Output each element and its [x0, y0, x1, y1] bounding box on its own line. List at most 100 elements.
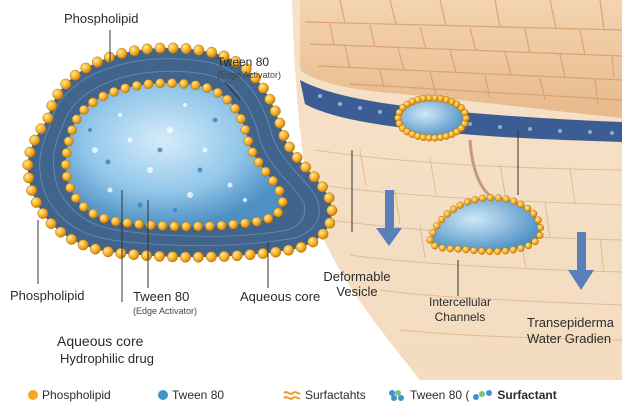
lipid-head — [537, 224, 544, 231]
lipid-head — [70, 70, 80, 80]
surfactant-wave-icon — [283, 389, 301, 401]
lipid-head — [206, 47, 216, 57]
lipid-head — [121, 84, 130, 93]
lipid-head — [327, 205, 337, 215]
lipid-head — [292, 152, 302, 162]
lipid-head — [181, 43, 191, 53]
lipid-head — [64, 137, 73, 146]
phospholipid-head-icon — [28, 390, 38, 400]
lipid-head — [194, 45, 204, 55]
lipid-head — [444, 211, 451, 218]
lipid-head — [142, 44, 152, 54]
lipid-head — [117, 48, 127, 58]
lipid-head — [427, 237, 434, 244]
lipid-head — [518, 245, 525, 252]
legend: Phospholipid Tween 80 Surfactahts Tween … — [0, 384, 622, 406]
lipid-head — [104, 52, 114, 62]
lipid-head — [275, 118, 285, 128]
lipid-head — [241, 125, 250, 134]
lipid-head — [38, 208, 48, 218]
lipid-head — [43, 113, 53, 123]
phospholipid-label-top: Phospholipid — [64, 12, 138, 27]
lipid-head — [264, 214, 273, 223]
lipid-head — [252, 217, 261, 226]
lipid-head — [30, 135, 40, 145]
lipid-head — [62, 172, 71, 181]
lipid-head — [495, 195, 502, 202]
aqueous-core-label-right: Aqueous core — [240, 290, 320, 305]
lipid-head — [510, 198, 517, 205]
lipid-head — [502, 247, 509, 254]
lipid-head — [283, 245, 293, 255]
lipid-head — [23, 160, 33, 170]
lipid-head — [132, 81, 141, 90]
lipid-head — [134, 220, 143, 229]
lipid-head — [464, 199, 471, 206]
lipid-head — [300, 162, 310, 172]
lipid-head — [90, 244, 100, 254]
lipid-head — [317, 182, 327, 192]
legend-surfactant-text: Surfactant — [497, 388, 556, 402]
lipid-head — [167, 252, 177, 262]
lipid-head — [141, 250, 151, 260]
lipid-head — [193, 222, 202, 231]
lipid-head — [66, 183, 75, 192]
lipid-head — [66, 234, 76, 244]
lipid-head — [472, 196, 479, 203]
lipid-head — [180, 252, 190, 262]
lipid-head — [56, 227, 66, 237]
lipid-head — [109, 87, 118, 96]
lipid-head — [432, 242, 439, 249]
tween-label-top: Tween 80 — [217, 56, 269, 70]
lipid-head — [219, 251, 229, 261]
lipid-head — [532, 238, 539, 245]
surfactant-molecule-icon — [472, 389, 494, 401]
lipid-head — [103, 247, 113, 257]
lipid-head — [430, 229, 437, 236]
lipid-head — [213, 88, 222, 97]
lipid-head — [99, 92, 108, 101]
lipid-head — [100, 214, 109, 223]
lipid-head — [308, 237, 318, 247]
lipid-head — [487, 194, 494, 201]
lipid-head — [46, 218, 56, 228]
legend-tween: Tween 80 — [158, 388, 224, 402]
lipid-head — [525, 242, 532, 249]
lipid-head — [439, 245, 446, 252]
lipid-head — [36, 124, 46, 134]
lipid-head — [170, 222, 179, 231]
lipid-head — [129, 249, 139, 259]
lipid-head — [450, 206, 457, 213]
legend-phospholipid-text: Phospholipid — [42, 388, 111, 402]
transepidermal-label-1: Transepiderma — [527, 316, 614, 331]
lipid-head — [61, 160, 70, 169]
lipid-head — [279, 130, 289, 140]
lipid-head — [62, 148, 71, 157]
lipid-head — [275, 186, 284, 195]
lipid-head — [79, 202, 88, 211]
legend-tween-paren-text: Tween 80 ( — [410, 388, 469, 402]
lipid-head — [71, 194, 80, 203]
phospholipid-label-left: Phospholipid — [10, 289, 84, 304]
lipid-head — [296, 242, 306, 252]
lipid-head — [455, 246, 462, 253]
lipid-head — [530, 210, 537, 217]
lipid-head — [241, 219, 250, 228]
lipid-head — [116, 248, 126, 258]
lipid-head — [258, 83, 268, 93]
lipid-head — [179, 79, 188, 88]
lipid-head — [167, 79, 176, 88]
transepidermal-label-2: Water Gradien — [527, 332, 611, 347]
lipid-head — [26, 185, 36, 195]
lipid-head — [92, 57, 102, 67]
legend-tween-surfactant: Tween 80 ( Surfactant — [388, 388, 557, 402]
lipid-head — [278, 197, 287, 206]
tween-head-icon — [158, 390, 168, 400]
lipid-head — [158, 221, 167, 230]
legend-surfactants-text: Surfactahts — [305, 388, 366, 402]
lipid-head — [486, 248, 493, 255]
vesicle-in-stratum — [395, 95, 470, 142]
lipid-head — [25, 147, 35, 157]
lipid-head — [325, 218, 335, 228]
lipid-head — [229, 220, 238, 229]
